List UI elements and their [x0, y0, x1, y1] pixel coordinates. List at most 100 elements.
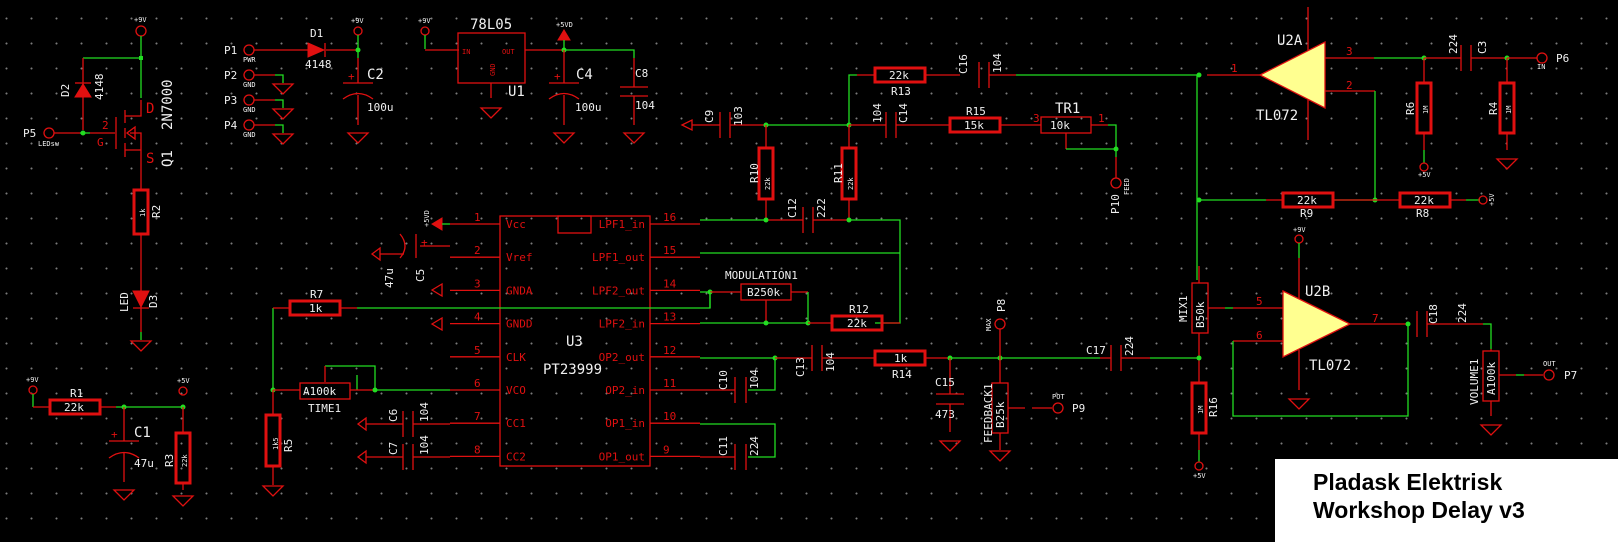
- connector-p1[interactable]: [243, 44, 255, 56]
- svg-text:104: 104: [635, 99, 655, 112]
- svg-text:VOLUME1: VOLUME1: [1468, 359, 1481, 405]
- svg-text:+5VD: +5VD: [556, 21, 573, 29]
- filter-network: C9 103 22k R10 22k R11 22k R13 C16 104 1…: [680, 53, 1197, 324]
- svg-text:10k: 10k: [1050, 119, 1070, 132]
- svg-text:R10: R10: [748, 163, 761, 183]
- title-block: Pladask Elektrisk Workshop Delay v3: [1275, 459, 1618, 542]
- connector-p2[interactable]: [243, 69, 255, 81]
- connector-p8[interactable]: [994, 318, 1006, 330]
- svg-text:22k: 22k: [764, 177, 772, 190]
- svg-text:R9: R9: [1300, 207, 1313, 220]
- resistor-r4: [1498, 81, 1516, 135]
- svg-text:+9V: +9V: [1293, 226, 1306, 234]
- pin-number: 3: [474, 277, 481, 290]
- svg-text:78L05: 78L05: [470, 17, 512, 33]
- connector-p4[interactable]: [243, 119, 255, 131]
- svg-text:1: 1: [1098, 112, 1105, 125]
- svg-text:+: +: [421, 236, 428, 249]
- svg-text:G: G: [97, 136, 104, 149]
- svg-text:D3: D3: [147, 295, 160, 308]
- pin-name: GNDA: [506, 284, 533, 297]
- power-connectors: P1 PWR P2 GND P3 GND P4 GND D1 4148 +9V …: [224, 17, 394, 145]
- svg-text:P1: P1: [224, 44, 237, 57]
- svg-text:+5V: +5V: [177, 377, 190, 385]
- svg-text:+5V: +5V: [1488, 193, 1496, 206]
- svg-text:GND: GND: [243, 106, 256, 114]
- pin-number: 9: [663, 443, 670, 456]
- svg-text:B250k: B250k: [747, 286, 780, 299]
- svg-text:C17: C17: [1086, 344, 1106, 357]
- svg-text:R16: R16: [1207, 397, 1220, 417]
- pot-time1: [299, 382, 351, 400]
- connector-p5[interactable]: [43, 127, 55, 139]
- svg-text:Q1: Q1: [160, 150, 176, 167]
- svg-text:A100k: A100k: [303, 385, 336, 398]
- svg-text:R13: R13: [891, 85, 911, 98]
- resistor-r5: [264, 413, 282, 468]
- pin-number: 15: [663, 244, 676, 257]
- ic-u3: U3 PT23999 1Vcc2Vref3GNDA4GNDD5CLK6VCO7C…: [262, 210, 711, 497]
- svg-text:C9: C9: [703, 110, 716, 123]
- pin-name: OP1_out: [599, 450, 645, 463]
- svg-text:C18: C18: [1427, 304, 1440, 324]
- svg-text:104: 104: [418, 435, 431, 455]
- svg-text:22k: 22k: [847, 317, 867, 330]
- svg-text:IN: IN: [1537, 63, 1545, 71]
- connector-p7[interactable]: [1543, 369, 1555, 381]
- svg-text:22k: 22k: [181, 454, 189, 467]
- svg-text:C1: C1: [134, 425, 151, 441]
- svg-text:6: 6: [1256, 329, 1263, 342]
- title-line-2: Workshop Delay v3: [1313, 497, 1525, 523]
- svg-text:100u: 100u: [367, 101, 394, 114]
- svg-text:3: 3: [1033, 112, 1040, 125]
- pin-number: 2: [474, 244, 481, 257]
- svg-text:1k: 1k: [309, 302, 323, 315]
- svg-text:C15: C15: [935, 376, 955, 389]
- svg-text:C6: C6: [387, 409, 400, 422]
- pin-number: 13: [663, 311, 676, 324]
- svg-text:C10: C10: [717, 370, 730, 390]
- svg-text:2N7000: 2N7000: [160, 79, 176, 130]
- svg-text:S: S: [146, 151, 154, 167]
- svg-text:+: +: [111, 428, 118, 441]
- capacitor-c2: [343, 58, 373, 125]
- svg-text:104: 104: [991, 53, 1004, 73]
- pin-number: 12: [663, 344, 676, 357]
- svg-text:P2: P2: [224, 69, 237, 82]
- svg-text:C16: C16: [957, 54, 970, 74]
- svg-text:4148: 4148: [93, 74, 106, 101]
- connector-p3[interactable]: [243, 94, 255, 106]
- connector-p10[interactable]: [1110, 177, 1122, 189]
- connector-p9[interactable]: [1052, 402, 1064, 414]
- svg-text:TL072: TL072: [1256, 108, 1298, 124]
- svg-text:B50k: B50k: [1194, 301, 1207, 328]
- pin-name: CC2: [506, 450, 526, 463]
- svg-text:R7: R7: [310, 288, 323, 301]
- connector-p6[interactable]: [1536, 52, 1548, 64]
- pin-name: OP2_out: [599, 351, 645, 364]
- svg-text:104: 104: [748, 369, 761, 389]
- svg-text:GND: GND: [243, 81, 256, 89]
- svg-text:C3: C3: [1476, 41, 1489, 54]
- svg-text:224: 224: [1123, 336, 1136, 356]
- svg-text:R8: R8: [1416, 207, 1429, 220]
- pin-number: 5: [474, 344, 481, 357]
- pin-name: VCO: [506, 384, 526, 397]
- resistor-r7: [288, 299, 342, 317]
- svg-text:R2: R2: [150, 205, 163, 218]
- svg-text:22k: 22k: [847, 177, 855, 190]
- svg-text:P3: P3: [224, 94, 237, 107]
- resistor-r12: [830, 314, 884, 332]
- pin-number: 6: [474, 377, 481, 390]
- q1-section: +9V D2 4148 P5 LEDsw 2 G D S 2N7000 Q1 1…: [23, 16, 176, 352]
- pin-number: 14: [663, 277, 677, 290]
- svg-text:1k5: 1k5: [272, 437, 280, 450]
- svg-text:FEED: FEED: [1123, 178, 1131, 195]
